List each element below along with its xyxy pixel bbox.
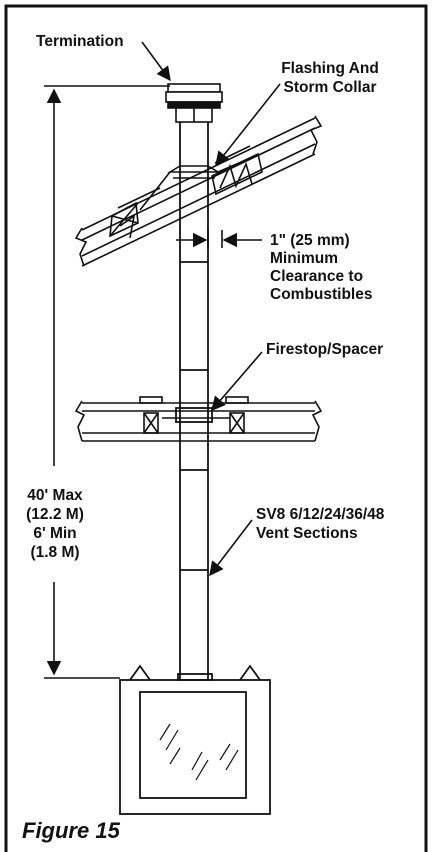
figure-caption: Figure 15 — [22, 818, 121, 843]
label-flashing-line-1: Flashing And — [281, 60, 379, 77]
label-height-line-4: (1.8 M) — [30, 544, 79, 561]
leader-lines — [141, 41, 281, 577]
label-firestop: Firestop/Spacer — [266, 341, 383, 358]
label-clearance-line-4: Combustibles — [270, 286, 372, 303]
label-vent-sections-line-2: Vent Sections — [256, 525, 358, 542]
label-clearance-line-2: Minimum — [270, 250, 338, 267]
height-dimension — [44, 85, 170, 679]
ceiling-joist — [74, 396, 323, 442]
label-clearance-line-3: Clearance to — [270, 268, 363, 285]
label-height-line-1: 40' Max — [27, 487, 83, 504]
label-height-line-2: (12.2 M) — [26, 506, 84, 523]
label-height-line-3: 6' Min — [33, 525, 76, 542]
vent-pipe — [175, 122, 213, 680]
termination-cap — [165, 83, 223, 123]
label-vent-sections-line-1: SV8 6/12/24/36/48 — [256, 506, 385, 523]
flashing-storm-collar — [139, 159, 247, 211]
label-flashing-line-2: Storm Collar — [283, 79, 376, 96]
fireplace-unit — [119, 664, 271, 815]
label-termination: Termination — [36, 33, 124, 50]
label-clearance-line-1: 1" (25 mm) — [270, 232, 350, 249]
clearance-dimension — [176, 230, 262, 248]
roof-section — [74, 115, 323, 267]
page-border — [4, 4, 428, 852]
